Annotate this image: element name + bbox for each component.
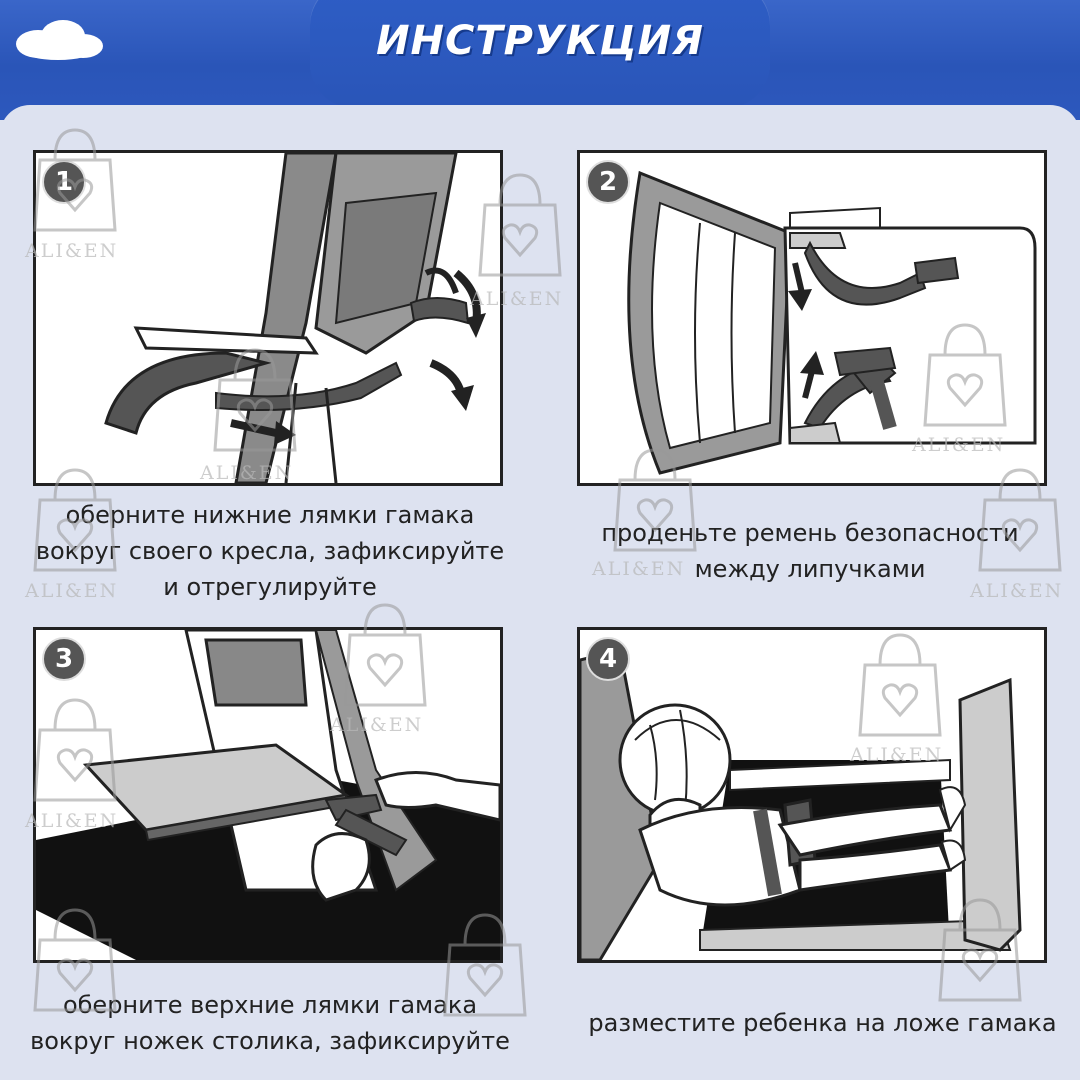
shopping-bag-heart-icon bbox=[858, 633, 942, 737]
shopping-bag-heart-icon bbox=[213, 348, 297, 452]
step-1-illustration bbox=[33, 150, 503, 486]
watermark-text: ALI&EN bbox=[200, 462, 294, 484]
shopping-bag-heart-icon bbox=[33, 468, 117, 572]
shopping-bag-heart-icon bbox=[978, 468, 1062, 572]
shopping-bag-heart-icon bbox=[343, 603, 427, 707]
shopping-bag-heart-icon bbox=[443, 913, 527, 1017]
watermark-text: ALI&EN bbox=[25, 240, 119, 262]
watermark-text: ALI&EN bbox=[25, 580, 119, 602]
step-2-caption: проденьте ремень безопасности между липу… bbox=[570, 515, 1050, 587]
watermark-text: ALI&EN bbox=[850, 744, 944, 766]
watermark-text: ALI&EN bbox=[25, 810, 119, 832]
shopping-bag-heart-icon bbox=[33, 908, 117, 1012]
step-3-caption-line-2: вокруг ножек столика, зафиксируйте bbox=[30, 1027, 510, 1055]
header-curve bbox=[0, 105, 1080, 135]
step-2-caption-line-1: проденьте ремень безопасности bbox=[601, 519, 1019, 547]
shopping-bag-heart-icon bbox=[33, 698, 117, 802]
watermark-text: ALI&EN bbox=[592, 558, 686, 580]
tray-table-straps-drawing bbox=[36, 630, 500, 960]
header-banner bbox=[0, 0, 1080, 135]
shopping-bag-heart-icon bbox=[33, 128, 117, 232]
shopping-bag-heart-icon bbox=[613, 448, 697, 552]
title-pill bbox=[310, 0, 770, 108]
seat-straps-drawing bbox=[104, 153, 486, 483]
shopping-bag-heart-icon bbox=[923, 323, 1007, 427]
step-3-number-badge: 3 bbox=[42, 637, 86, 681]
shopping-bag-heart-icon bbox=[478, 173, 562, 277]
watermark-text: ALI&EN bbox=[912, 434, 1006, 456]
step-1-caption-line-3: и отрегулируйте bbox=[163, 573, 377, 601]
step-2-illustration bbox=[577, 150, 1047, 486]
step-3-caption: оберните верхние лямки гамака вокруг нож… bbox=[15, 987, 525, 1059]
step-4-caption-line-1: разместите ребенка на ложе гамака bbox=[588, 1009, 1057, 1037]
child-in-hammock-drawing bbox=[580, 648, 1022, 960]
step-3-caption-line-1: оберните верхние лямки гамака bbox=[62, 991, 478, 1019]
step-4-number-badge: 4 bbox=[586, 637, 630, 681]
step-3-illustration bbox=[33, 627, 503, 963]
watermark-text: ALI&EN bbox=[330, 714, 424, 736]
cloud-icon bbox=[16, 20, 103, 60]
page-title: ИНСТРУКЦИЯ bbox=[376, 18, 704, 64]
step-2-number-badge: 2 bbox=[586, 160, 630, 204]
seatbelt-velcro-drawing bbox=[627, 170, 1037, 475]
step-4-caption: разместите ребенка на ложе гамака bbox=[570, 1005, 1075, 1041]
shopping-bag-heart-icon bbox=[938, 898, 1022, 1002]
step-1-caption-line-1: оберните нижние лямки гамака bbox=[65, 501, 475, 529]
watermark-text: ALI&EN bbox=[970, 580, 1064, 602]
watermark-text: ALI&EN bbox=[470, 288, 564, 310]
step-2-caption-line-2: между липучками bbox=[694, 555, 926, 583]
step-1-caption: оберните нижние лямки гамака вокруг свое… bbox=[20, 497, 520, 605]
step-4-illustration bbox=[577, 627, 1047, 963]
